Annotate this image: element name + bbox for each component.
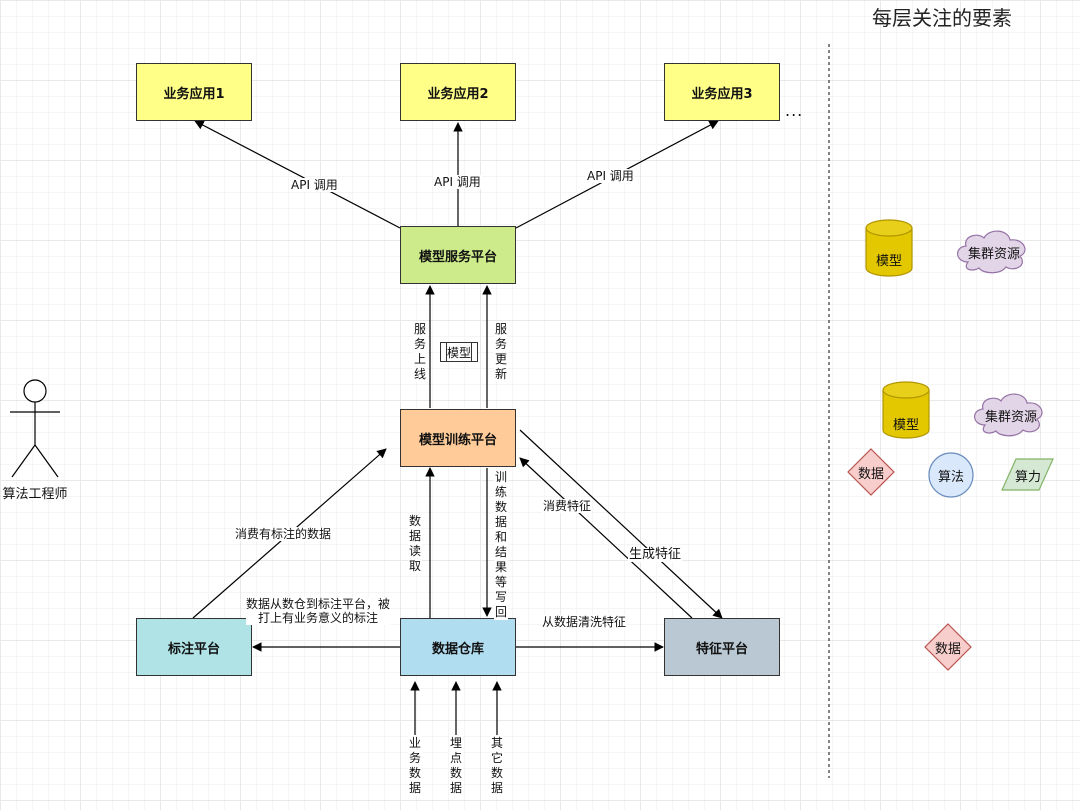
legend-cloud-icon <box>957 230 1026 274</box>
legend-model-label: 模型 <box>875 253 902 269</box>
source-label-other-data: 其它数据 <box>490 736 504 796</box>
edge-label-serve-online: 服务上线 <box>413 322 427 382</box>
node-business-app-2[interactable]: 业务应用2 <box>400 63 516 121</box>
more-apps-ellipsis: ... <box>785 101 804 120</box>
model-artifact-label: 模型 <box>446 345 471 360</box>
legend-data-label: 数据 <box>934 641 961 657</box>
model-artifact-tag: 模型 <box>440 342 478 362</box>
legend-title: 每层关注的要素 <box>872 6 1012 30</box>
legend-parallelogram-icon <box>1001 458 1054 491</box>
node-business-app-3[interactable]: 业务应用3 <box>664 63 780 121</box>
edge-label-line: 打上有业务意义的标注 <box>246 611 391 625</box>
node-feature-platform[interactable]: 特征平台 <box>664 618 780 676</box>
actor-label: 算法工程师 <box>2 487 68 502</box>
legend-cloud-icon <box>974 393 1043 437</box>
edge-label-line: 数据从数仓到标注平台，被 <box>246 597 391 611</box>
legend-cylinder-icon <box>865 219 913 277</box>
edge-train-to-feature <box>519 429 723 619</box>
node-business-app-1[interactable]: 业务应用1 <box>136 63 252 121</box>
edge-label-warehouse-to-label: 数据从数仓到标注平台，被 打上有业务意义的标注 <box>245 597 391 625</box>
edge-label-serve-update: 服务更新 <box>494 322 508 382</box>
edge-label-api-call: API 调用 <box>433 175 482 189</box>
edge-label-clean-feature: 从数据清洗特征 <box>541 615 628 629</box>
legend-compute-label: 算力 <box>1014 469 1041 485</box>
node-model-training[interactable]: 模型训练平台 <box>400 409 516 467</box>
engineer-actor-icon <box>10 379 60 478</box>
edge-feature-to-train <box>519 457 693 619</box>
legend-cluster-label: 集群资源 <box>967 246 1020 262</box>
edge-label-api-call: API 调用 <box>290 178 339 192</box>
edge-label-consume-feature: 消费特征 <box>542 499 593 513</box>
legend-diamond-icon <box>847 448 895 496</box>
node-data-warehouse[interactable]: 数据仓库 <box>400 618 516 676</box>
edge-label-consume-labeled: 消费有标注的数据 <box>234 527 333 541</box>
edge-label-generate-feature: 生成特征 <box>628 547 683 562</box>
node-labeling-platform[interactable]: 标注平台 <box>136 618 252 676</box>
edge-label-train-writeback: 训练数据和结果等写回 <box>494 470 508 620</box>
legend-data-label: 数据 <box>857 466 884 482</box>
source-label-business-data: 业务数据 <box>408 736 422 796</box>
legend-algorithm-label: 算法 <box>937 469 964 485</box>
edge-label-api-call: API 调用 <box>586 169 635 183</box>
legend-diamond-icon <box>924 623 972 671</box>
legend-circle-icon <box>928 452 974 498</box>
node-model-serving[interactable]: 模型服务平台 <box>400 226 516 284</box>
edge-label-data-read: 数据读取 <box>408 514 422 574</box>
legend-cylinder-icon <box>882 381 930 439</box>
source-label-tracking-data: 埋点数据 <box>449 736 463 796</box>
legend-cluster-label: 集群资源 <box>984 409 1037 425</box>
legend-model-label: 模型 <box>892 417 919 433</box>
edge-serve-to-app1 <box>194 120 401 229</box>
